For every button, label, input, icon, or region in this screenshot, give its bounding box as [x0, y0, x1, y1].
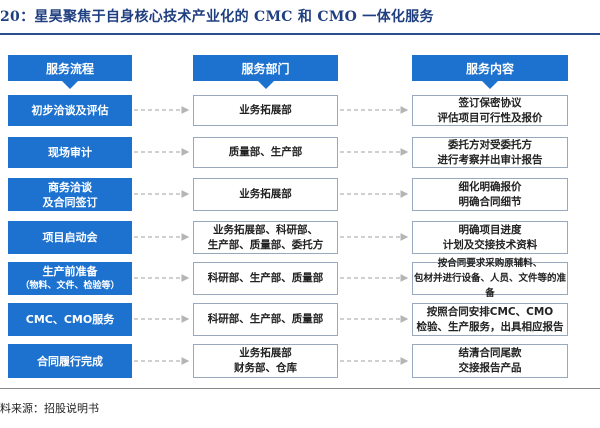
step-5-sublabel: （物料、文件、检验等） [20, 280, 120, 291]
dept-2-line-1: 质量部、生产部 [228, 146, 303, 158]
figure-title: 20：星昊聚焦于自身核心技术产业化的 CMC 和 CMO 一体化服务 [0, 9, 434, 25]
step-6: CMC、CMO服务 [8, 303, 132, 336]
step-4: 项目启动会 [8, 221, 132, 254]
service-7-line-1: 结清合同尾款 [458, 347, 522, 359]
step-3-label: 商务洽谈 [48, 180, 92, 194]
service-5-line-2: 包材并进行设备、人员、文件等的准备 [413, 273, 566, 299]
step-2: 现场审计 [8, 137, 132, 168]
service-1-line-1: 签订保密协议 [458, 96, 522, 109]
dept-7: 业务拓展部 财务部、仓库 [193, 344, 338, 378]
service-4: 明确项目进度 计划及交接技术资料 [412, 221, 568, 254]
dept-5-line-1: 科研部、生产部、质量部 [207, 272, 324, 284]
service-3-line-1: 细化明确报价 [458, 180, 522, 193]
source-note: 料来源：招股说明书 [0, 402, 99, 415]
dept-1-line-1: 业务拓展部 [239, 104, 292, 116]
step-6-label: CMC、CMO服务 [25, 313, 115, 326]
step-4-label: 项目启动会 [42, 231, 98, 244]
dept-3: 业务拓展部 [193, 178, 338, 211]
header-process: 服务流程 [8, 55, 132, 81]
dept-2: 质量部、生产部 [193, 137, 338, 168]
step-3: 商务洽谈 及合同签订 [8, 178, 132, 211]
step-7-label: 合同履行完成 [37, 354, 103, 368]
dept-1: 业务拓展部 [193, 95, 338, 126]
step-5-label: 生产前准备 [42, 264, 98, 278]
dept-3-line-1: 业务拓展部 [239, 188, 292, 200]
dept-7-line-1: 业务拓展部 [239, 347, 292, 359]
dept-5: 科研部、生产部、质量部 [193, 262, 338, 295]
service-6-line-2: 检验、生产服务，出具相应报告 [416, 320, 564, 333]
service-3-line-2: 明确合同细节 [458, 195, 522, 208]
footer-divider [0, 388, 600, 389]
service-2-line-1: 委托方对受委托方 [448, 138, 532, 151]
service-3: 细化明确报价 明确合同细节 [412, 178, 568, 211]
step-3-label-line-2: 及合同签订 [42, 195, 98, 209]
service-2: 委托方对受委托方 进行考察并出审计报告 [412, 137, 568, 168]
service-5-line-1: 按合同要求采购原辅料、 [437, 258, 543, 269]
service-7-line-2: 交接报告产品 [458, 362, 522, 374]
step-1: 初步洽谈及评估 [8, 95, 132, 126]
service-5: 按合同要求采购原辅料、 包材并进行设备、人员、文件等的准备 [412, 258, 568, 299]
dept-4-line-1: 业务拓展部、科研部、 [213, 223, 318, 236]
step-7: 合同履行完成 [8, 344, 132, 378]
service-4-line-2: 计划及交接技术资料 [442, 238, 538, 251]
title-divider [0, 33, 600, 35]
step-5: 生产前准备 （物料、文件、检验等） [8, 262, 132, 295]
service-7: 结清合同尾款 交接报告产品 [412, 344, 568, 378]
dept-7-line-2: 财务部、仓库 [234, 362, 297, 374]
dept-4-line-2: 生产部、质量部、委托方 [207, 238, 324, 251]
step-1-label: 初步洽谈及评估 [31, 104, 109, 117]
header-department: 服务部门 [193, 55, 338, 81]
dept-4: 业务拓展部、科研部、 生产部、质量部、委托方 [193, 221, 338, 254]
service-2-line-2: 进行考察并出审计报告 [437, 153, 543, 166]
service-6-line-1: 按照合同安排CMC、CMO [426, 305, 554, 318]
service-4-line-1: 明确项目进度 [458, 223, 522, 236]
header-content: 服务内容 [412, 55, 568, 81]
step-2-label: 现场审计 [48, 146, 92, 159]
service-1: 签订保密协议 评估项目可行性及报价 [412, 95, 568, 126]
service-1-line-2: 评估项目可行性及报价 [437, 111, 543, 124]
dept-6-line-1: 科研部、生产部、质量部 [207, 313, 324, 325]
dept-6: 科研部、生产部、质量部 [193, 303, 338, 336]
service-6: 按照合同安排CMC、CMO 检验、生产服务，出具相应报告 [412, 303, 568, 336]
